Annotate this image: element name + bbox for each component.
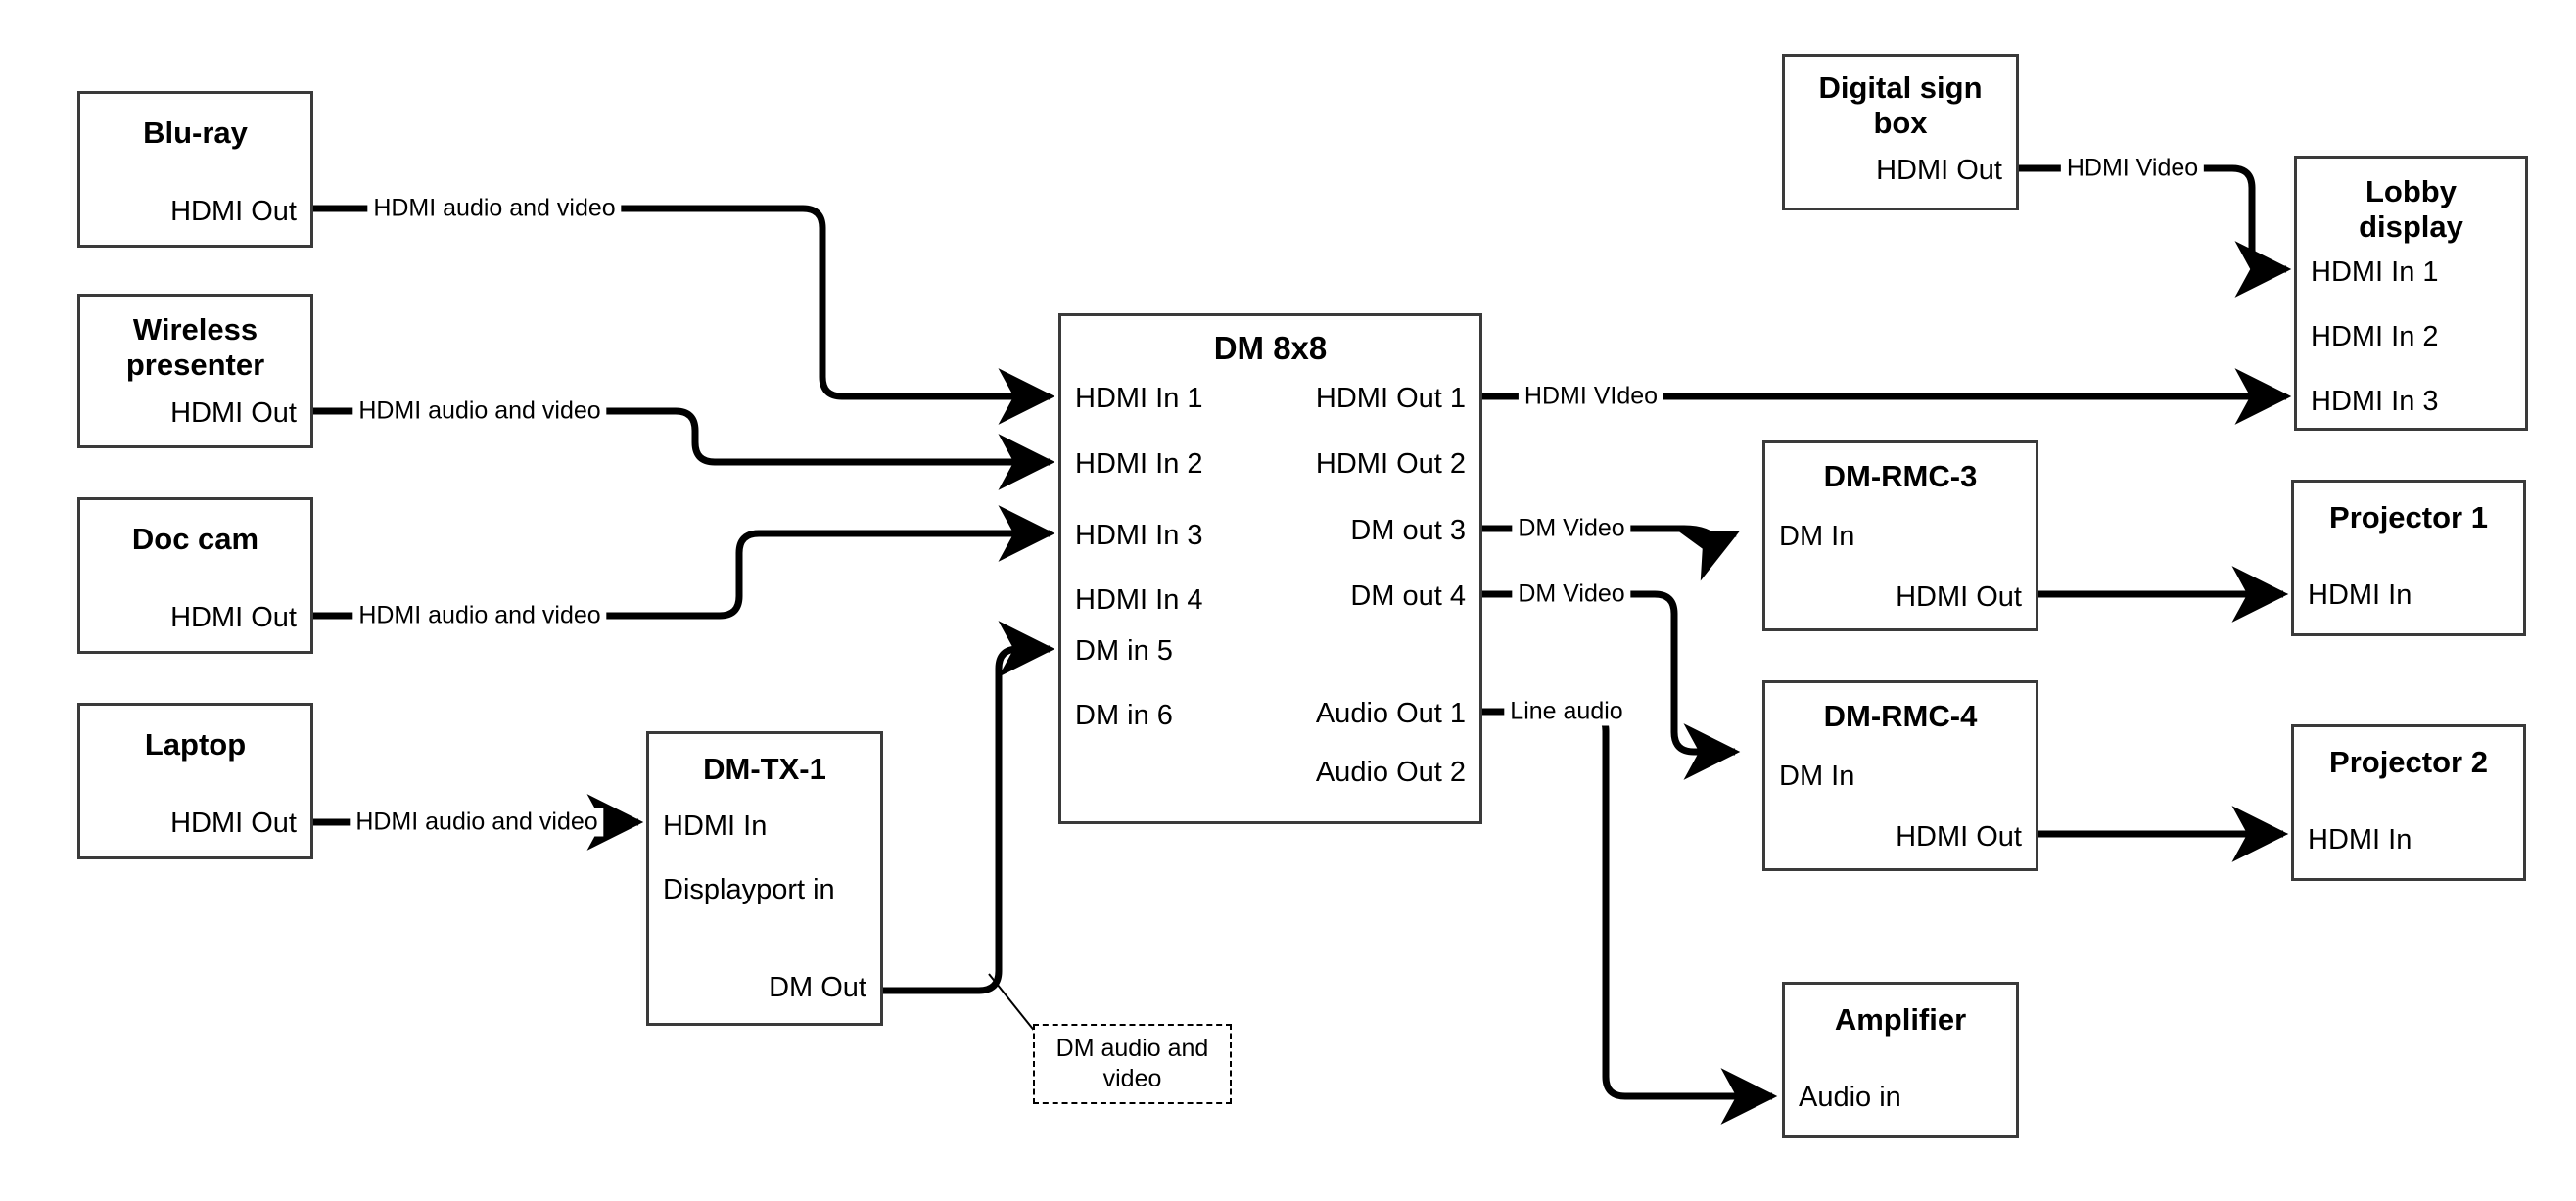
wire-label-bluray: HDMI audio and video (367, 194, 622, 223)
port-rmc3-hdmi-out: HDMI Out (1896, 581, 2022, 613)
callout-dm-audio-and-video: DM audio and video (1033, 1024, 1232, 1104)
wire-wireless-to-dm-in2 (313, 407, 1055, 490)
wire-dmtx1-to-dm-in5 (883, 621, 1055, 994)
node-doc-cam[interactable]: Doc cam HDMI Out (77, 497, 313, 654)
wire-doccam-to-dm-in3 (313, 505, 1055, 620)
wire-label-doccam: HDMI audio and video (352, 601, 607, 630)
wire-label-line-audio: Line audio (1504, 697, 1629, 726)
port-dm8x8-hdmi-out-1: HDMI Out 1 (1315, 383, 1466, 414)
port-dmtx1-hdmi-in: HDMI In (663, 810, 768, 842)
port-rmc4-hdmi-out: HDMI Out (1896, 821, 2022, 853)
port-lobby-hdmi-in-2: HDMI In 2 (2311, 321, 2439, 352)
port-rmc4-dm-in: DM In (1779, 761, 1855, 792)
node-projector-2[interactable]: Projector 2 HDMI In (2291, 724, 2526, 881)
port-projector2-hdmi-in: HDMI In (2308, 824, 2412, 855)
node-doc-cam-title: Doc cam (131, 522, 259, 556)
wire-bluray-to-dm-in1 (313, 205, 1055, 425)
port-dm8x8-dm-out-3: DM out 3 (1350, 515, 1466, 546)
wire-digitalsign-to-lobby-in1 (2019, 164, 2292, 298)
node-dm-rmc-4[interactable]: DM-RMC-4 DM In HDMI Out (1762, 680, 2038, 871)
wire-label-laptop: HDMI audio and video (350, 808, 604, 837)
node-amplifier-title: Amplifier (1834, 1002, 1967, 1037)
port-digitalsign-hdmi-out: HDMI Out (1876, 155, 2002, 186)
node-amplifier[interactable]: Amplifier Audio in (1782, 982, 2019, 1138)
node-projector-2-title: Projector 2 (2329, 745, 2488, 779)
port-doccam-hdmi-out: HDMI Out (170, 602, 297, 633)
node-dm-8x8[interactable]: DM 8x8 HDMI In 1 HDMI In 2 HDMI In 3 HDM… (1058, 313, 1482, 824)
node-bluray[interactable]: Blu-ray HDMI Out (77, 91, 313, 248)
node-dm-rmc-3[interactable]: DM-RMC-3 DM In HDMI Out (1762, 440, 2038, 631)
port-projector1-hdmi-in: HDMI In (2308, 579, 2412, 611)
port-lobby-hdmi-in-1: HDMI In 1 (2311, 256, 2439, 288)
node-dm-tx-1-title: DM-TX-1 (703, 752, 826, 786)
wire-label-hdmi-video-lobby: HDMI VIdeo (1518, 382, 1664, 411)
port-dm8x8-audio-out-1: Audio Out 1 (1315, 698, 1466, 729)
node-dm-rmc-4-title: DM-RMC-4 (1823, 699, 1978, 733)
node-digital-sign-box-title: Digital sign box (1818, 70, 1983, 140)
port-lobby-hdmi-in-3: HDMI In 3 (2311, 386, 2439, 417)
port-bluray-hdmi-out: HDMI Out (170, 196, 297, 227)
wire-label-wireless: HDMI audio and video (352, 396, 607, 426)
wire-label-hdmi-video-sign: HDMI Video (2060, 154, 2205, 183)
port-wireless-hdmi-out: HDMI Out (170, 397, 297, 429)
wire-dm-audioout1-to-amplifier (1482, 708, 1778, 1125)
port-amplifier-audio-in: Audio in (1799, 1082, 1901, 1113)
node-dm-tx-1[interactable]: DM-TX-1 HDMI In Displayport in DM Out (646, 731, 883, 1026)
node-dm-rmc-3-title: DM-RMC-3 (1823, 459, 1978, 493)
port-dm8x8-hdmi-out-2: HDMI Out 2 (1315, 448, 1466, 480)
port-dm8x8-hdmi-in-1: HDMI In 1 (1075, 383, 1203, 414)
node-laptop[interactable]: Laptop HDMI Out (77, 703, 313, 859)
port-dm8x8-hdmi-in-2: HDMI In 2 (1075, 448, 1203, 480)
wire-label-dm-video-3: DM Video (1512, 514, 1631, 543)
port-dmtx1-displayport-in: Displayport in (663, 874, 835, 905)
port-dmtx1-dm-out: DM Out (769, 972, 866, 1003)
node-lobby-display[interactable]: Lobby display HDMI In 1 HDMI In 2 HDMI I… (2294, 156, 2528, 431)
port-dm8x8-dm-in-5: DM in 5 (1075, 635, 1173, 667)
node-dm-8x8-title: DM 8x8 (1213, 330, 1328, 366)
wire-label-dm-video-4: DM Video (1512, 579, 1631, 609)
callout-leader-line (988, 973, 1041, 1039)
callout-text: DM audio and video (1055, 1034, 1209, 1092)
port-rmc3-dm-in: DM In (1779, 521, 1855, 552)
node-wireless-presenter[interactable]: Wireless presenter HDMI Out (77, 294, 313, 448)
port-dm8x8-hdmi-in-4: HDMI In 4 (1075, 584, 1203, 616)
node-wireless-presenter-title: Wireless presenter (125, 312, 265, 382)
node-laptop-title: Laptop (144, 727, 247, 762)
wire-dm-dmout4-to-rmc4 (1482, 590, 1741, 780)
port-laptop-hdmi-out: HDMI Out (170, 808, 297, 839)
node-projector-1[interactable]: Projector 1 HDMI In (2291, 480, 2526, 636)
node-bluray-title: Blu-ray (143, 115, 248, 150)
port-dm8x8-dm-in-6: DM in 6 (1075, 700, 1173, 731)
node-digital-sign-box[interactable]: Digital sign box HDMI Out (1782, 54, 2019, 210)
wire-dm-dmout3-to-rmc3 (1482, 525, 1740, 581)
port-dm8x8-audio-out-2: Audio Out 2 (1315, 757, 1466, 788)
port-dm8x8-hdmi-in-3: HDMI In 3 (1075, 520, 1203, 551)
node-lobby-display-title: Lobby display (2359, 174, 2463, 244)
port-dm8x8-dm-out-4: DM out 4 (1350, 580, 1466, 612)
node-projector-1-title: Projector 1 (2329, 500, 2488, 534)
